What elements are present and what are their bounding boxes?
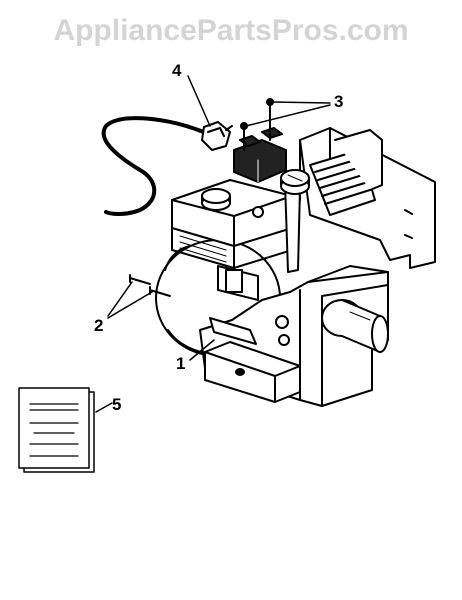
leader-line-2a	[107, 281, 133, 317]
leader-line-4	[187, 75, 211, 127]
leader-line-2b	[107, 291, 153, 319]
leader-line-1	[189, 339, 215, 361]
watermark-text: AppliancePartsPros.com	[53, 14, 409, 47]
connector-plug-icon	[201, 121, 233, 151]
screw-icon	[240, 98, 274, 151]
callout-label-2[interactable]: 2	[94, 316, 103, 335]
callout-label-4[interactable]: 4	[172, 61, 182, 80]
carburetor	[209, 265, 290, 346]
base-plate	[204, 341, 301, 403]
callout-label-1[interactable]: 1	[176, 354, 185, 373]
cylinder-fins	[309, 129, 383, 216]
callout-label-5[interactable]: 5	[112, 395, 121, 414]
ignition-switch-box	[233, 127, 287, 183]
callout-label-3[interactable]: 3	[334, 92, 343, 111]
output-shaft	[321, 299, 389, 353]
leader-line-3b	[245, 104, 331, 127]
manual-booklet	[18, 387, 95, 473]
leader-line-5	[95, 402, 113, 413]
oil-fill-tube	[280, 169, 310, 273]
cable-wire	[101, 116, 208, 216]
leader-line-3a	[271, 101, 331, 104]
